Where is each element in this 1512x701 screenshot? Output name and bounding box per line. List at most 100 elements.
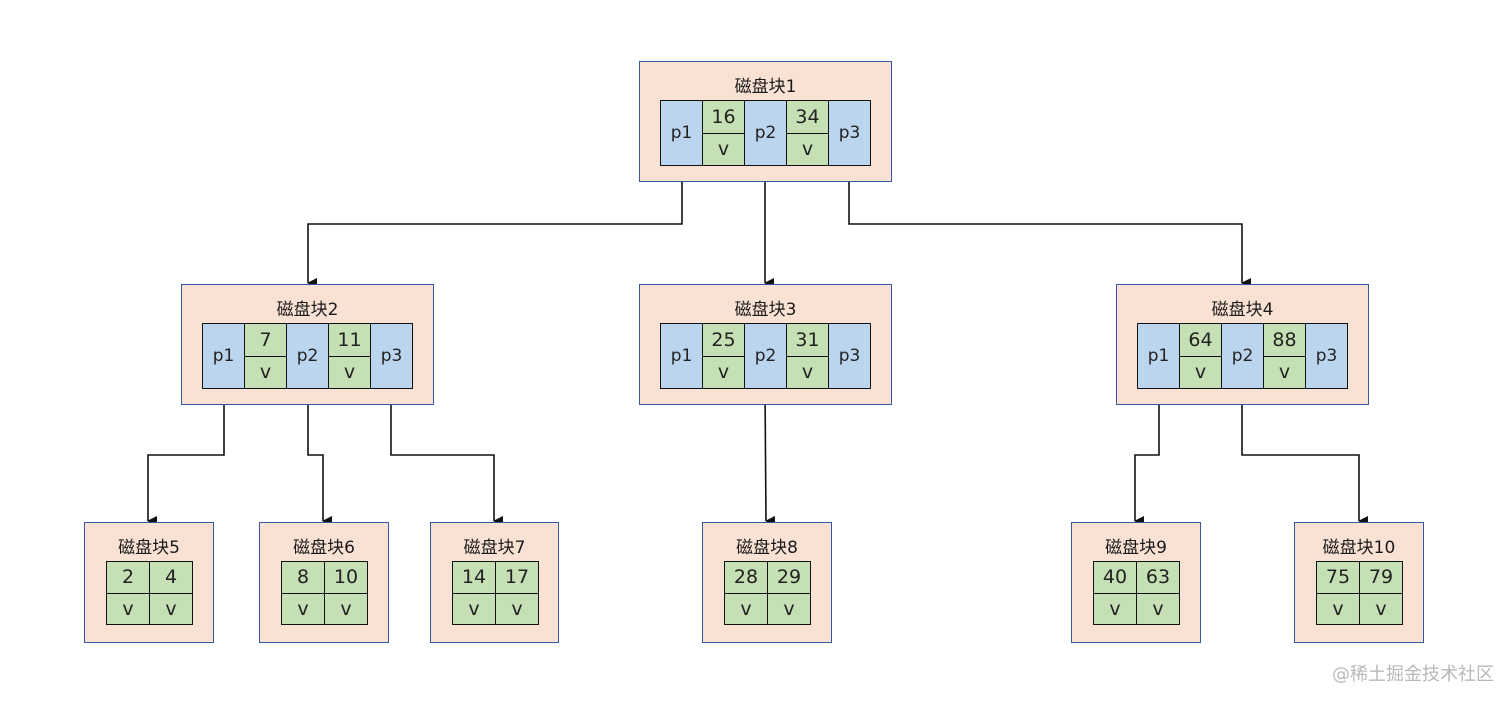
key: 31 (787, 324, 828, 357)
key: 75 (1317, 562, 1359, 594)
value: v (801, 138, 814, 161)
key-value-cell: 14 v (453, 561, 496, 625)
disk-block-8: 磁盘块8 28 v 29 v (702, 522, 832, 643)
key-value-cell: 11 v (329, 323, 371, 389)
key-value-cell: 10 v (325, 561, 368, 625)
disk-block-9: 磁盘块9 40 v 63 v (1071, 522, 1201, 643)
value: v (783, 597, 795, 620)
value: v (340, 597, 352, 620)
key-value-cell: 75 v (1317, 561, 1360, 625)
value: v (717, 138, 730, 161)
key: 10 (325, 562, 367, 594)
pointer-cell: p1 (661, 323, 703, 389)
key-value-cell: 88 v (1264, 323, 1306, 389)
edge-b4-b10 (1241, 388, 1368, 526)
value: v (1278, 361, 1291, 384)
key: 7 (245, 324, 286, 357)
value: v (1109, 597, 1121, 620)
block-title: 磁盘块2 (276, 300, 339, 320)
key-value-cell: 40 v (1094, 561, 1137, 625)
value: v (740, 597, 752, 620)
disk-block-10: 磁盘块10 75 v 79 v (1294, 522, 1424, 643)
value: v (1194, 361, 1207, 384)
key: 4 (150, 562, 192, 594)
pointer-cell: p2 (745, 100, 787, 166)
edge-b1-b2 (307, 164, 683, 288)
edge-b2-b6 (307, 388, 332, 526)
edge-b2-b5 (147, 388, 225, 526)
key: 34 (787, 101, 828, 134)
value: v (468, 597, 480, 620)
value: v (122, 597, 134, 620)
pointer-cell: p3 (1306, 323, 1348, 389)
value: v (717, 361, 730, 384)
disk-block-3: 磁盘块3 p1 25 v p2 31 v p3 (639, 284, 892, 405)
block-title: 磁盘块10 (1322, 538, 1396, 558)
key: 28 (725, 562, 767, 594)
key-value-cell: 34 v (787, 100, 829, 166)
edge-b2-b7 (390, 388, 503, 526)
value: v (511, 597, 523, 620)
watermark: @稀土掘金技术社区 (1332, 664, 1494, 685)
block-title: 磁盘块6 (293, 538, 355, 558)
key-value-cell: 63 v (1137, 561, 1180, 625)
edge-b1-b4 (848, 164, 1251, 288)
key-value-cell: 16 v (703, 100, 745, 166)
key: 40 (1094, 562, 1136, 594)
value: v (297, 597, 309, 620)
pointer-cell: p2 (745, 323, 787, 389)
block-title: 磁盘块8 (736, 538, 798, 558)
pointer-cell: p1 (1138, 323, 1180, 389)
disk-block-1: 磁盘块1 p1 16 v p2 34 v p3 (639, 61, 892, 182)
key-value-cell: 31 v (787, 323, 829, 389)
pointer-cell: p3 (829, 100, 871, 166)
block-title: 磁盘块3 (734, 300, 797, 320)
key: 79 (1360, 562, 1402, 594)
value: v (343, 361, 356, 384)
key: 88 (1264, 324, 1305, 357)
key: 8 (282, 562, 324, 594)
value: v (1375, 597, 1387, 620)
pointer-cell: p1 (203, 323, 245, 389)
pointer-cell: p2 (1222, 323, 1264, 389)
pointer-cell: p3 (829, 323, 871, 389)
key-value-cell: 29 v (768, 561, 811, 625)
edge-b3-b8 (764, 387, 776, 526)
key: 29 (768, 562, 810, 594)
key: 11 (329, 324, 370, 357)
key-value-cell: 25 v (703, 323, 745, 389)
key: 16 (703, 101, 744, 134)
pointer-cell: p3 (371, 323, 413, 389)
key: 14 (453, 562, 495, 594)
block-title: 磁盘块7 (463, 538, 526, 558)
key-value-cell: 64 v (1180, 323, 1222, 389)
key: 63 (1137, 562, 1179, 594)
block-title: 磁盘块9 (1105, 538, 1167, 558)
value: v (259, 361, 272, 384)
block-title: 磁盘块4 (1211, 300, 1274, 320)
edge-b4-b9 (1134, 388, 1160, 526)
key-value-cell: 79 v (1360, 561, 1403, 625)
block-title: 磁盘块1 (734, 77, 797, 97)
key: 25 (703, 324, 744, 357)
value: v (1332, 597, 1344, 620)
value: v (1152, 597, 1164, 620)
pointer-cell: p1 (661, 100, 703, 166)
pointer-cell: p2 (287, 323, 329, 389)
disk-block-4: 磁盘块4 p1 64 v p2 88 v p3 (1116, 284, 1369, 405)
block-title: 磁盘块5 (118, 538, 180, 558)
value: v (801, 361, 814, 384)
value: v (165, 597, 177, 620)
key: 64 (1180, 324, 1221, 357)
